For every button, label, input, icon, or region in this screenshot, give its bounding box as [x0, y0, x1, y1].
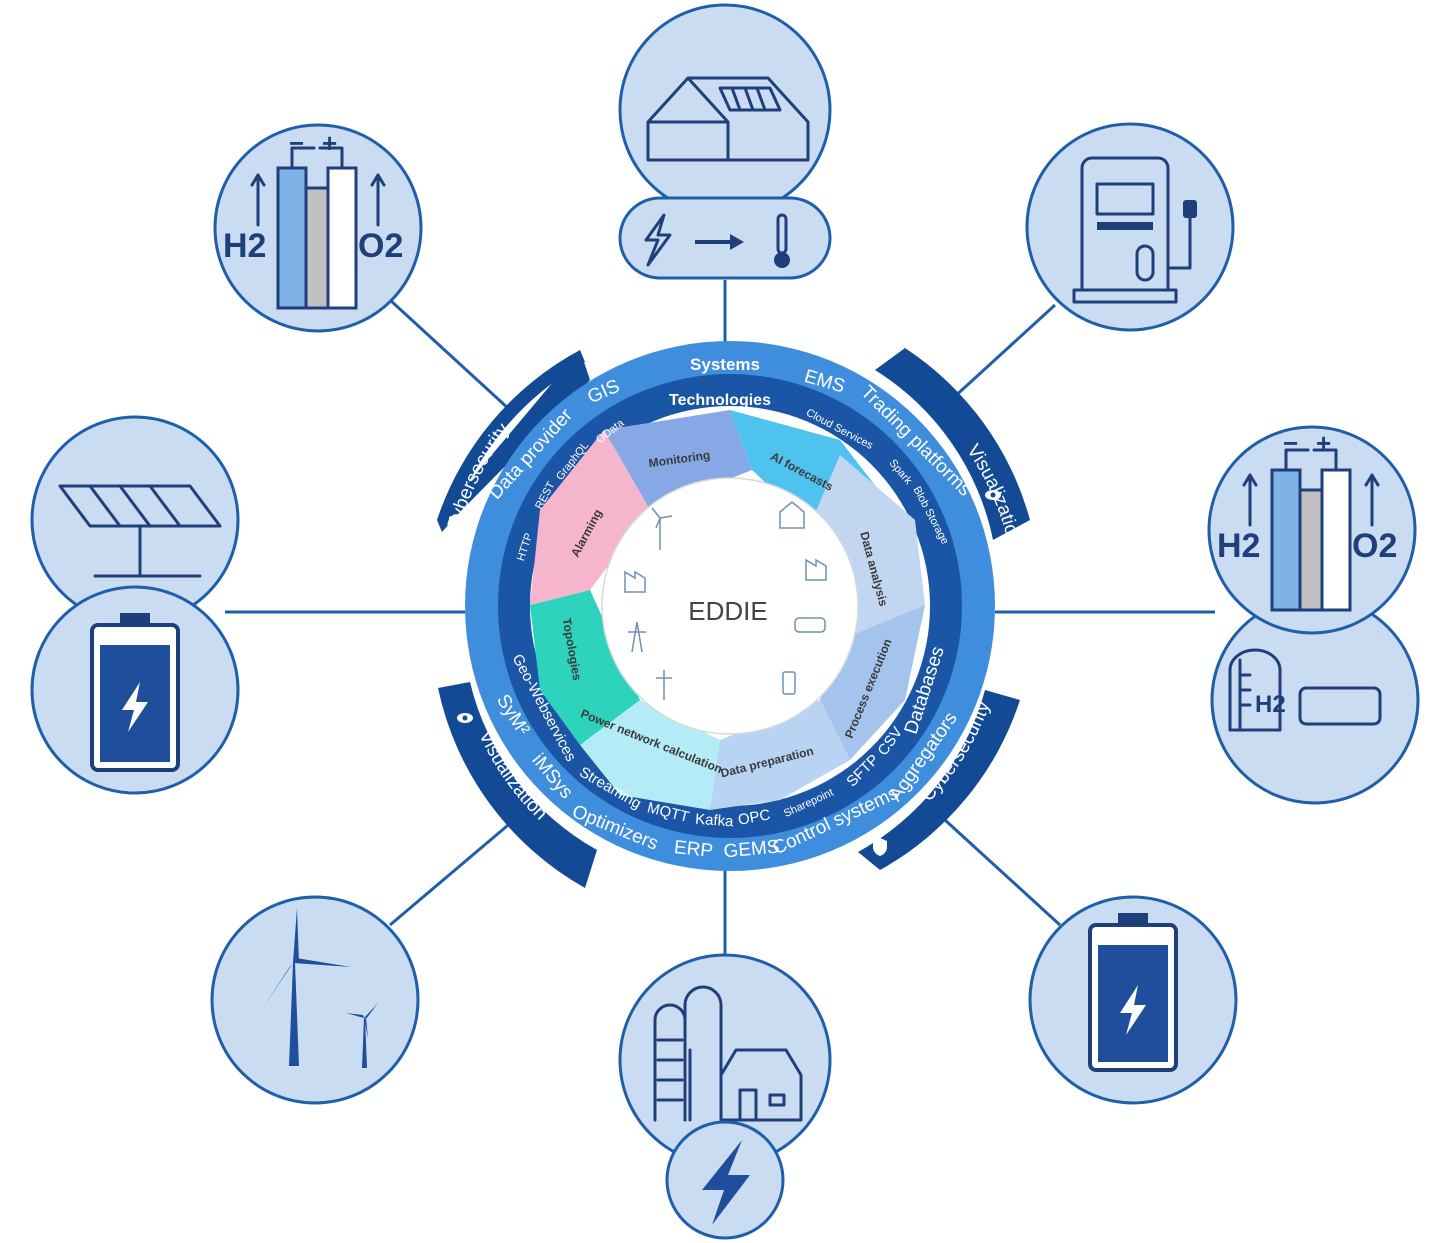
system-label: GEMS	[723, 837, 781, 863]
power-pylon-icon	[628, 621, 646, 653]
eye-icon	[457, 713, 473, 723]
svg-text:+: +	[322, 128, 337, 158]
segment-monitoring	[604, 410, 752, 510]
charging-car-icon	[794, 617, 826, 633]
segment-power-network	[580, 700, 720, 810]
o2-label: O2	[1352, 527, 1397, 565]
node-solar-battery	[30, 415, 240, 795]
electrolyzer-icon: − + H2 O2	[223, 128, 403, 310]
power-to-heat-icon	[644, 213, 790, 268]
hydrogen-tank-icon: H2	[1228, 648, 1382, 732]
technology-label: Kafka	[695, 811, 735, 831]
segment-alarming	[530, 430, 650, 605]
system-label: ERP	[673, 837, 714, 862]
capability-segments	[530, 410, 925, 810]
node-battery-right	[1028, 895, 1238, 1105]
h2-label: H2	[1255, 691, 1286, 718]
segment-data-preparation	[710, 700, 850, 810]
node-charging-station	[1025, 122, 1235, 332]
house-solar-roof-icon	[646, 76, 810, 162]
power-pole-icon	[656, 670, 672, 700]
center-hub	[601, 477, 859, 735]
battery-icon	[782, 671, 796, 695]
lightning-icon	[702, 1140, 750, 1225]
wind-turbine-icon	[651, 507, 673, 550]
svg-text:+: +	[1316, 428, 1331, 458]
charging-station-icon	[1072, 156, 1197, 304]
hub-icons	[624, 501, 827, 700]
o2-label: O2	[358, 227, 403, 265]
electrolyzer-icon: − + H2 O2	[1217, 428, 1397, 612]
node-wind-turbines	[210, 895, 420, 1105]
battery-icon	[90, 613, 180, 772]
connector-lines	[225, 280, 1215, 955]
factory-icon	[805, 558, 827, 581]
technologies-title: Technologies	[669, 392, 771, 409]
systems-title: Systems	[690, 355, 760, 374]
shield-icon	[449, 514, 463, 532]
house-icon	[779, 501, 805, 529]
node-house-heat-pump	[618, 3, 832, 280]
svg-text:−: −	[1283, 428, 1298, 458]
svg-text:−: −	[289, 128, 304, 158]
center-label: EDDIE	[688, 596, 767, 626]
factory-icon	[624, 570, 646, 593]
node-farm-biogas	[618, 953, 832, 1240]
h2-label: H2	[1217, 527, 1260, 565]
node-electrolyzer-hydrogen: H2 − + H2 O2	[1207, 425, 1420, 805]
shield-icon	[873, 838, 887, 856]
farm-silo-icon	[653, 985, 803, 1122]
eye-icon	[985, 490, 1001, 500]
technology-label: OPC	[737, 806, 772, 828]
battery-icon	[1088, 913, 1178, 1072]
node-electrolyzer-left: − + H2 O2	[213, 123, 423, 333]
solar-panel-icon	[58, 484, 222, 578]
segment-topologies	[530, 590, 640, 745]
wind-turbine-icon	[263, 908, 378, 1068]
h2-label: H2	[223, 227, 266, 265]
